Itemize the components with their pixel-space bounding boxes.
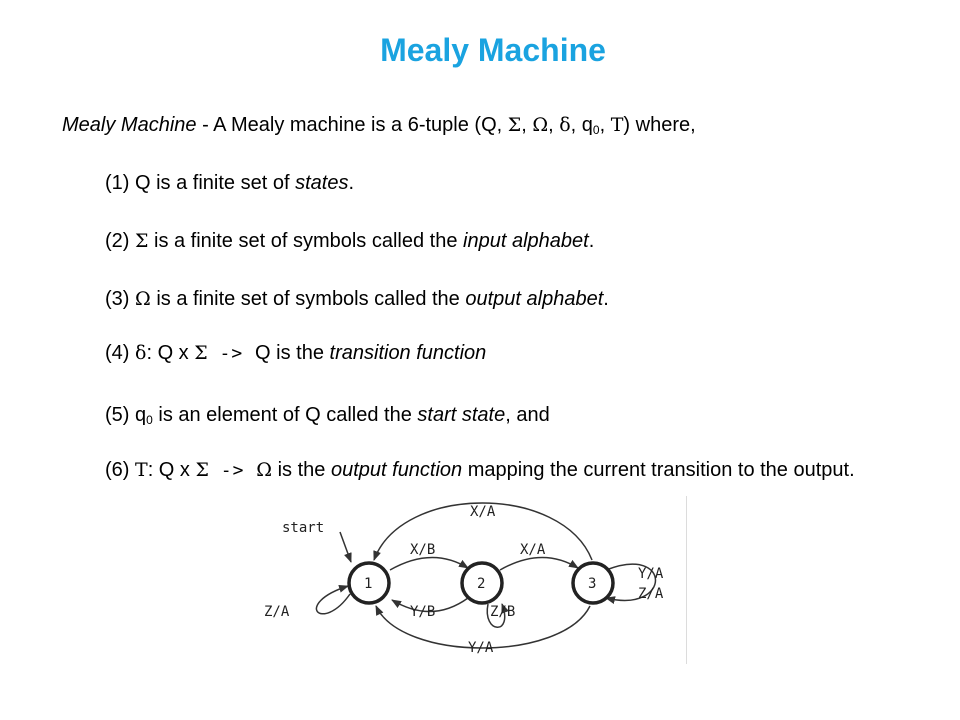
state-3: 3 (571, 561, 615, 605)
item-text: . (603, 288, 609, 310)
list-item-output-alphabet: (3) Ω is a finite set of symbols called … (105, 286, 925, 312)
item-text: : Q x (146, 342, 195, 364)
item-text: is the (272, 459, 331, 481)
slide-title: Mealy Machine (380, 32, 606, 68)
list-item-input-alphabet: (2) Σ is a finite set of symbols called … (105, 228, 925, 254)
divider-line (686, 496, 687, 664)
intro-tail: ) where, (623, 114, 696, 136)
start-label: start (282, 520, 324, 536)
omega-symbol: Ω (532, 114, 549, 136)
intro-term: Mealy Machine (62, 114, 197, 136)
tau-symbol: Τ (135, 459, 148, 481)
list-item-states: (1) Q is a finite set of states. (105, 170, 925, 196)
edge-3-to-1-top (373, 502, 593, 561)
edge-1-to-2 (389, 556, 469, 571)
edge-label: X/A (470, 504, 496, 520)
state-1: 1 (347, 561, 391, 605)
item-text: (3) (105, 288, 135, 310)
separator: , q (570, 114, 593, 136)
list-item-output-function: (6) Τ: Q x Σ -> Ω is the output function… (105, 455, 925, 486)
edge-1-self (315, 584, 351, 615)
item-text: Q is the (255, 342, 330, 364)
item-text: (6) (105, 459, 135, 481)
edge-label: Y/A (468, 640, 494, 656)
item-text: is a finite set of symbols called the (150, 288, 466, 310)
item-text: (1) Q is a finite set of (105, 172, 296, 194)
edge-3-to-1-bottom (375, 605, 591, 649)
sigma-symbol: Σ (507, 114, 522, 136)
edge-label: X/A (520, 542, 546, 558)
item-text: : Q x (147, 459, 196, 481)
item-text: , and (505, 404, 550, 426)
arrow-symbol: -> (208, 460, 257, 481)
q0-subscript: 0 (146, 413, 153, 427)
intro-text: - A Mealy machine is a 6-tuple (Q, (196, 114, 508, 136)
mealy-state-diagram: start X/A X/B X/A Y/B Z/B Z/A Y/A Z/A Y/… (264, 502, 664, 656)
item-term: states (295, 172, 349, 194)
item-term: transition function (329, 342, 487, 364)
item-term: start state (417, 404, 506, 426)
list-item-transition-function: (4) δ: Q x Σ -> Q is the transition func… (105, 340, 925, 367)
edge-label: Z/A (638, 586, 664, 602)
item-text: . (588, 230, 595, 252)
item-text: is a finite set of symbols called the (148, 230, 464, 252)
item-text: (5) q (105, 404, 147, 426)
edge-label: Z/B (490, 604, 515, 620)
sigma-symbol: Σ (194, 342, 208, 364)
separator: , (599, 114, 611, 136)
tau-symbol: Τ (610, 114, 624, 136)
item-text: (2) (105, 230, 135, 252)
omega-symbol: Ω (135, 288, 151, 310)
item-term: output alphabet (465, 288, 604, 310)
state-label: 1 (364, 576, 372, 592)
edge-2-to-3 (499, 556, 579, 571)
omega-symbol: Ω (256, 459, 273, 481)
edge-label: X/B (410, 542, 435, 558)
delta-symbol: δ (135, 342, 147, 364)
edge-label: Z/A (264, 604, 290, 620)
sigma-symbol: Σ (195, 459, 209, 481)
item-text: . (348, 172, 354, 194)
edge-2-to-1 (391, 597, 469, 613)
edge-2-self (486, 603, 509, 628)
item-text: is an element of Q called the (152, 404, 418, 426)
item-term: input alphabet (463, 230, 589, 252)
definition-intro: Mealy Machine - A Mealy machine is a 6-t… (62, 112, 942, 138)
state-label: 2 (477, 576, 485, 592)
separator: , (548, 114, 560, 136)
q0-subscript: 0 (592, 123, 600, 137)
state-label: 3 (588, 576, 596, 592)
list-item-start-state: (5) q0 is an element of Q called the sta… (105, 402, 925, 428)
edge-label: Y/A (638, 566, 664, 582)
arrow-symbol: -> (207, 343, 256, 364)
item-term: output function (330, 459, 463, 481)
state-2: 2 (460, 561, 504, 605)
item-text: mapping the current transition to the ou… (462, 459, 855, 481)
item-text: (4) (105, 342, 135, 364)
separator: , (521, 114, 533, 136)
edge-label: Y/B (410, 604, 435, 620)
edge-3-self (605, 563, 657, 604)
sigma-symbol: Σ (135, 230, 149, 252)
delta-symbol: δ (559, 114, 571, 136)
start-arrow (339, 531, 352, 563)
